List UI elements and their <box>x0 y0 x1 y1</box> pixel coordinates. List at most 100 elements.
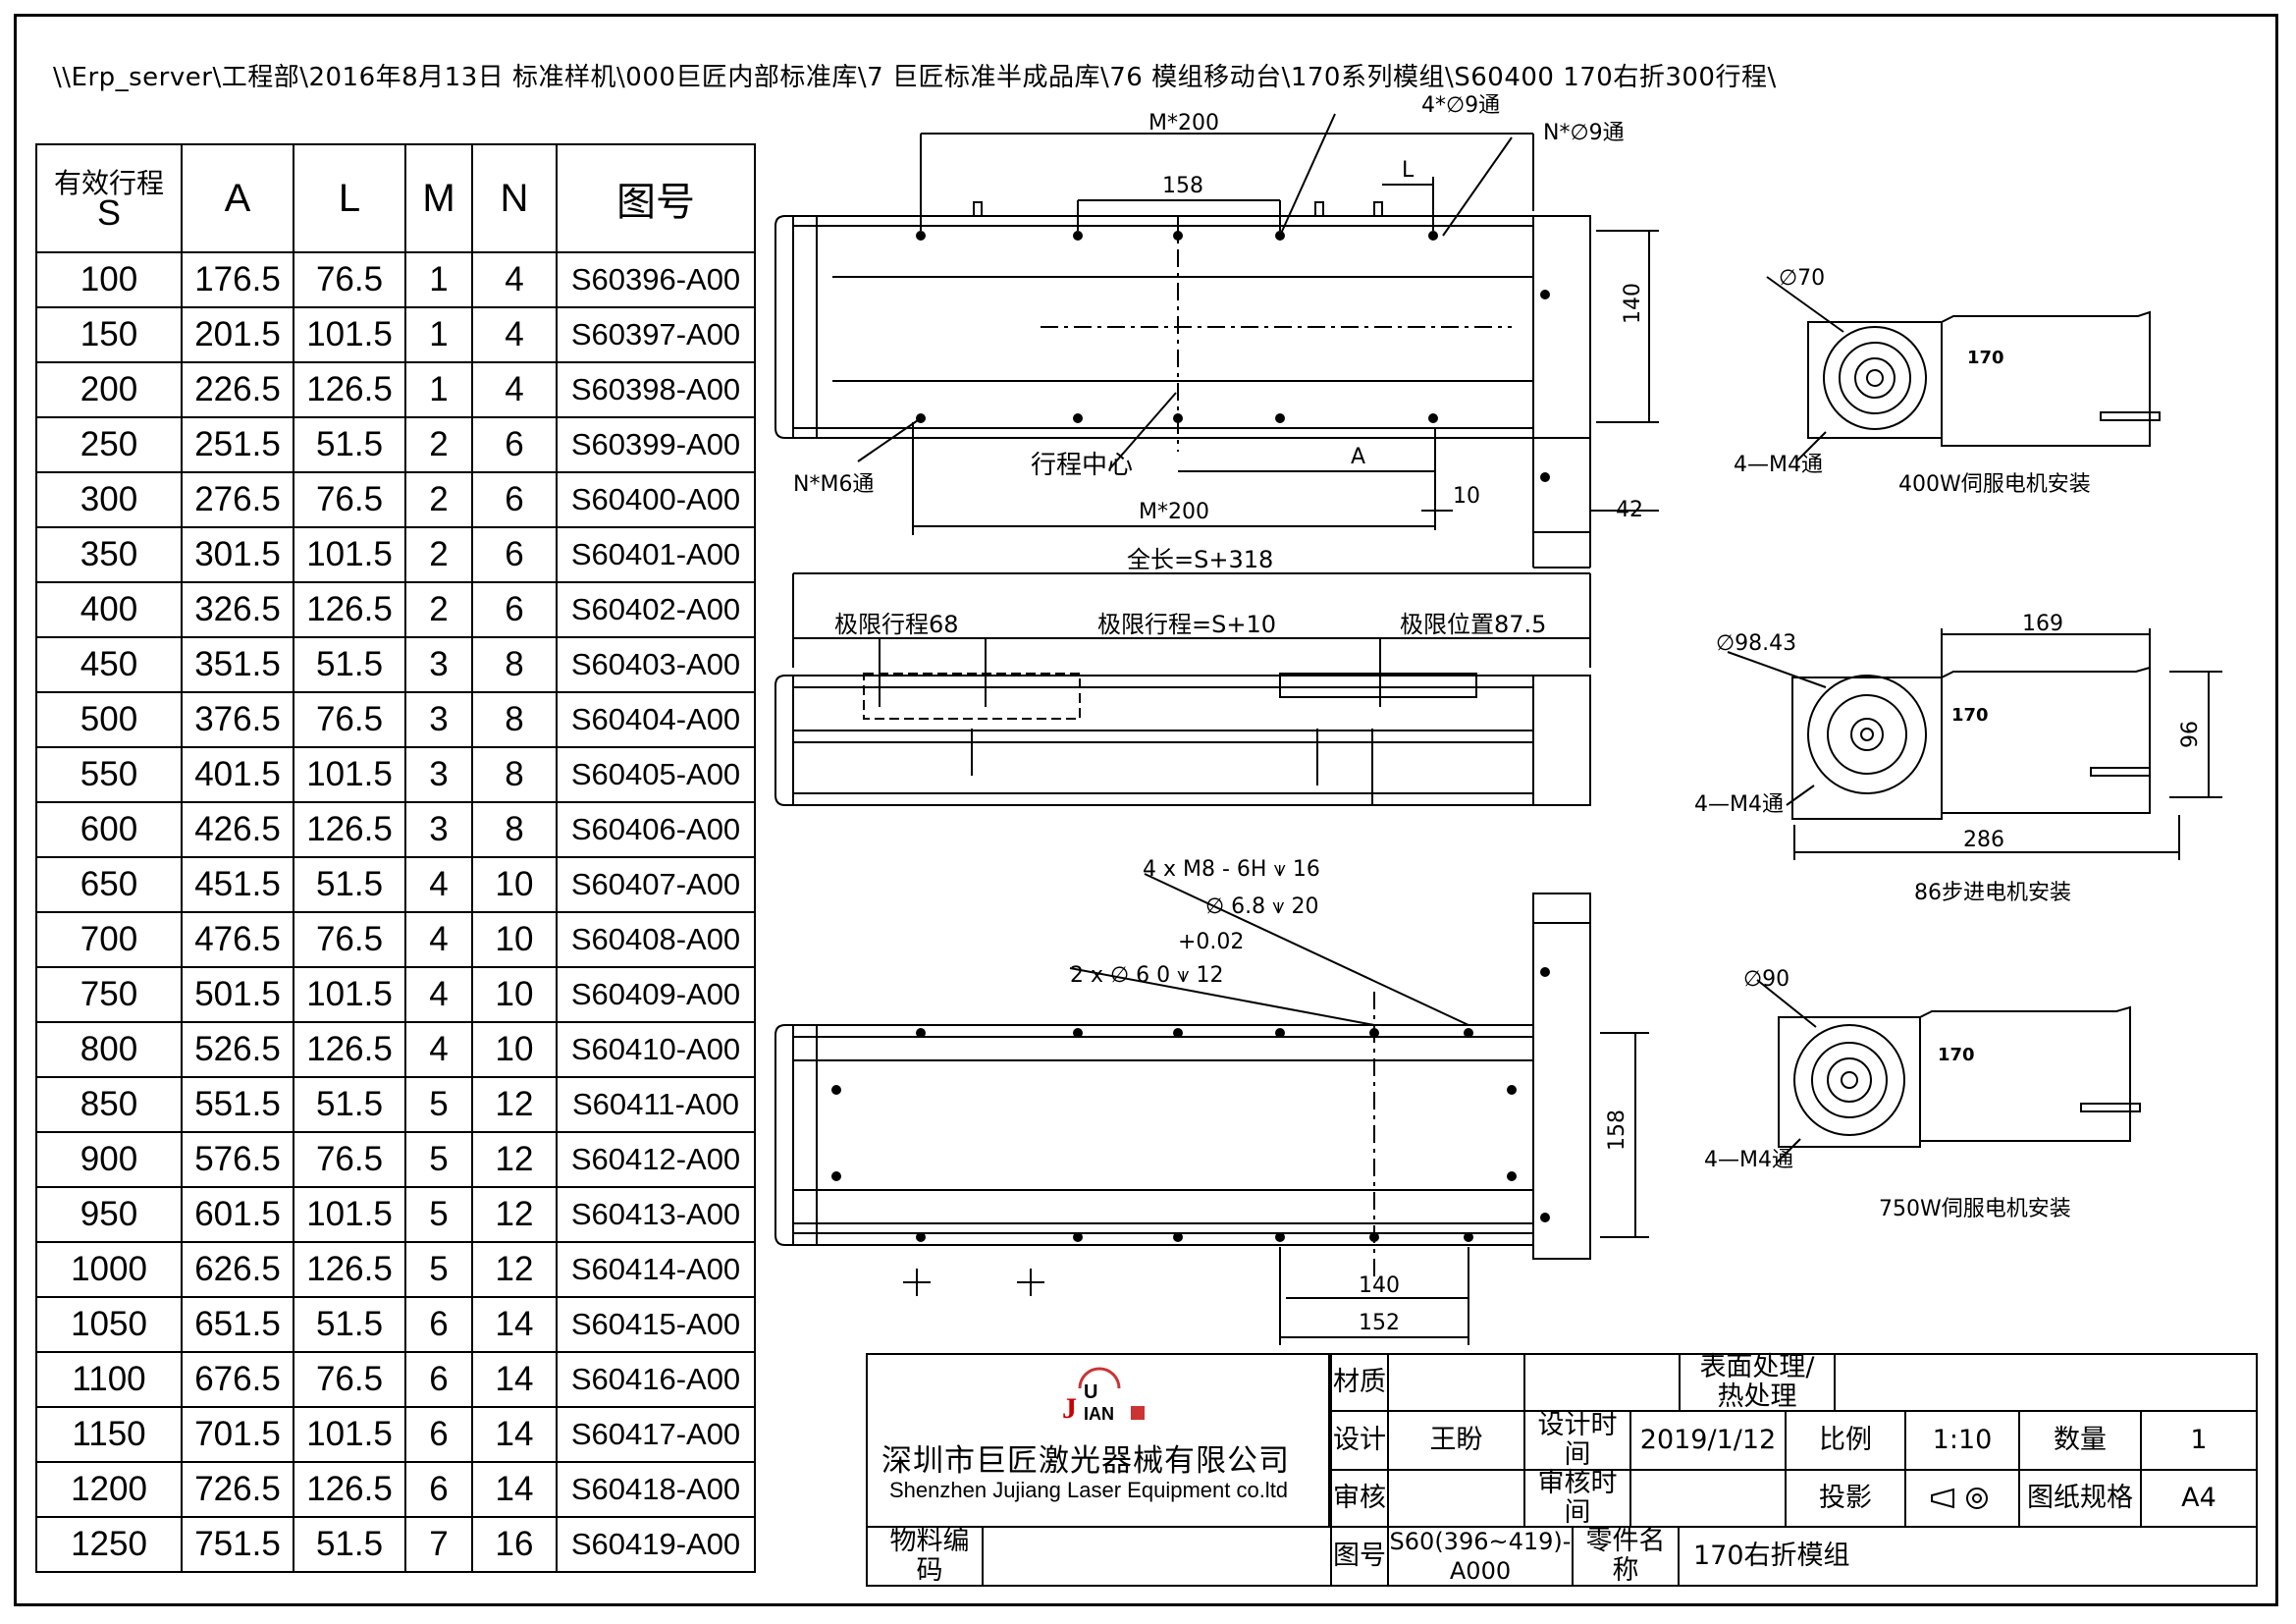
label-limit-stroke: 极限行程68 <box>834 611 959 638</box>
label-86-holes: 4—M4通 <box>1694 792 1784 817</box>
cell-m: 7 <box>404 1516 473 1573</box>
cell-m: 3 <box>404 636 473 693</box>
cell-a: 226.5 <box>181 361 294 418</box>
cell-drawing-no: S60406-A00 <box>556 801 756 858</box>
cell-l: 51.5 <box>293 1076 406 1133</box>
header-drawing-no: 图号 <box>556 143 756 253</box>
design-label: 设计 <box>1330 1410 1389 1471</box>
cell-stroke: 500 <box>35 691 183 748</box>
top-end-cap <box>774 215 793 439</box>
cell-n: 6 <box>471 471 558 528</box>
label-400w-caption: 400W伺服电机安装 <box>1898 472 2091 497</box>
cell-stroke: 250 <box>35 416 183 473</box>
cell-drawing-no: S60413-A00 <box>556 1186 756 1243</box>
cell-n: 12 <box>471 1076 558 1133</box>
cell-l: 76.5 <box>293 471 406 528</box>
svg-text:U: U <box>1084 1381 1097 1403</box>
label-750w-holes: 4—M4通 <box>1704 1148 1793 1172</box>
cell-n: 10 <box>471 966 558 1023</box>
cell-m: 5 <box>404 1241 473 1298</box>
side-view-labels: 全长=S+318 极限行程68 极限行程=S+10 极限位置87.5 <box>834 546 1546 638</box>
material-label: 材质 <box>1330 1353 1389 1412</box>
cell-l: 101.5 <box>293 966 406 1023</box>
cell-l: 126.5 <box>293 361 406 418</box>
side-motor-plate <box>1532 675 1591 806</box>
cell-a: 626.5 <box>181 1241 294 1298</box>
label-750w-caption: 750W伺服电机安装 <box>1879 1197 2071 1221</box>
cell-drawing-no: S60419-A00 <box>556 1516 756 1573</box>
header-m: M <box>404 143 473 253</box>
cell-drawing-no: S60416-A00 <box>556 1351 756 1408</box>
cell-stroke: 350 <box>35 526 183 583</box>
label-tapped-holes: N*M6通 <box>793 472 874 497</box>
cell-drawing-no: S60401-A00 <box>556 526 756 583</box>
cell-m: 2 <box>404 416 473 473</box>
cell-l: 126.5 <box>293 1461 406 1518</box>
scale-value: 1:10 <box>1904 1410 2020 1471</box>
label-m200-top: M*200 <box>1148 111 1219 135</box>
label-750w-170: 170 <box>1938 1045 1975 1065</box>
label-86-96: 96 <box>2178 721 2203 748</box>
projection-label: 投影 <box>1785 1469 1906 1528</box>
cell-l: 126.5 <box>293 581 406 638</box>
motor-750w-view <box>1756 979 2141 1164</box>
cell-drawing-no: S60418-A00 <box>556 1461 756 1518</box>
cell-stroke: 600 <box>35 801 183 858</box>
design-time: 2019/1/12 <box>1629 1410 1787 1471</box>
title-block: 材质 表面处理/ 热处理 设计 王盼 设计时间 2019/1/12 比例 1:1… <box>866 1353 2258 1587</box>
label-thread-spec: 4 x M8 - 6H ⩛ 16 <box>1143 857 1320 882</box>
cell-l: 76.5 <box>293 691 406 748</box>
cell-n: 8 <box>471 801 558 858</box>
top-view-labels: M*200 4*∅9通 N*∅9通 158 L 140 N*M6通 行程中心 A… <box>793 93 1645 524</box>
cell-a: 426.5 <box>181 801 294 858</box>
cell-stroke: 850 <box>35 1076 183 1133</box>
cell-stroke: 100 <box>35 251 183 308</box>
cell-n: 10 <box>471 1021 558 1078</box>
label-dim-l: L <box>1402 158 1415 183</box>
label-limit-position: 极限位置87.5 <box>1400 611 1546 638</box>
cell-stroke: 900 <box>35 1131 183 1188</box>
cell-a: 501.5 <box>181 966 294 1023</box>
cell-stroke: 150 <box>35 306 183 363</box>
cell-stroke: 550 <box>35 746 183 803</box>
cell-l: 101.5 <box>293 526 406 583</box>
company-block: J U IAN 深圳市巨匠激光器械有限公司 Shenzhen Jujiang L… <box>866 1353 1330 1528</box>
label-dim-140-bottom: 140 <box>1359 1273 1400 1298</box>
part-name-label: 零件名称 <box>1572 1526 1680 1587</box>
cell-a: 376.5 <box>181 691 294 748</box>
label-dim-152: 152 <box>1359 1311 1400 1335</box>
cell-l: 101.5 <box>293 1186 406 1243</box>
cell-a: 451.5 <box>181 856 294 913</box>
label-400w-holes: 4—M4通 <box>1734 453 1823 477</box>
cell-n: 10 <box>471 856 558 913</box>
cell-drawing-no: S60396-A00 <box>556 251 756 308</box>
cell-drawing-no: S60400-A00 <box>556 471 756 528</box>
cell-m: 6 <box>404 1406 473 1463</box>
cell-stroke: 300 <box>35 471 183 528</box>
cell-n: 8 <box>471 691 558 748</box>
motor-400w-view <box>1766 276 2161 462</box>
cell-stroke: 700 <box>35 911 183 968</box>
company-logo: J U IAN <box>1062 1367 1145 1425</box>
label-dim-a: A <box>1351 445 1365 469</box>
cell-l: 51.5 <box>293 1296 406 1353</box>
cell-a: 651.5 <box>181 1296 294 1353</box>
label-86-dia: ∅98.43 <box>1716 631 1796 656</box>
cell-m: 4 <box>404 1021 473 1078</box>
cell-a: 676.5 <box>181 1351 294 1408</box>
